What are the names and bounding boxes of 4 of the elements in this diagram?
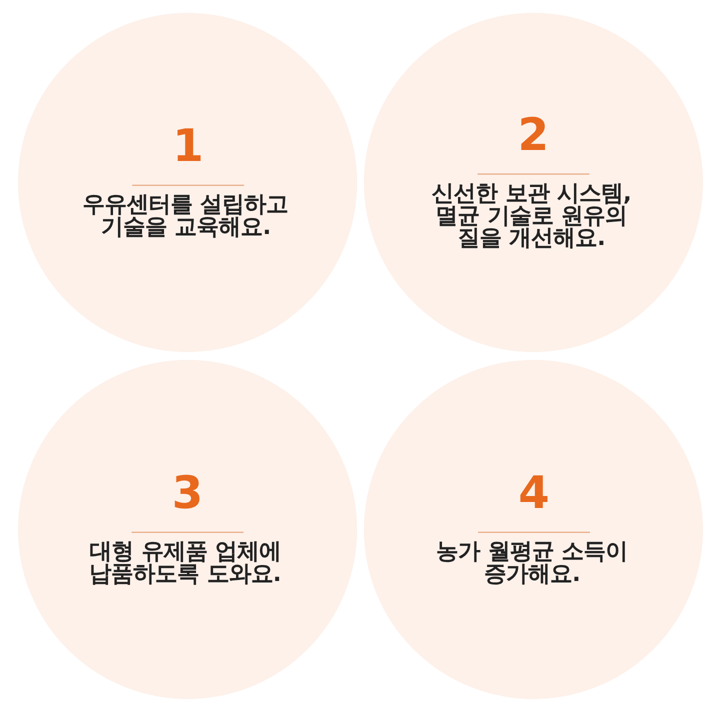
node-circle: 4 농가 월평균 소득이 증가해요. [363, 359, 703, 699]
node-circle: 1 우유센터를 설립하고 기술을 교육해요. [17, 12, 357, 352]
node-circle: 3 대형 유제품 업체에 납품하도록 도와요. [17, 359, 357, 699]
node-circle: 2 신선한 보관 시스템, 멸균 기술로 원유의 질을 개선해요. [363, 12, 703, 352]
